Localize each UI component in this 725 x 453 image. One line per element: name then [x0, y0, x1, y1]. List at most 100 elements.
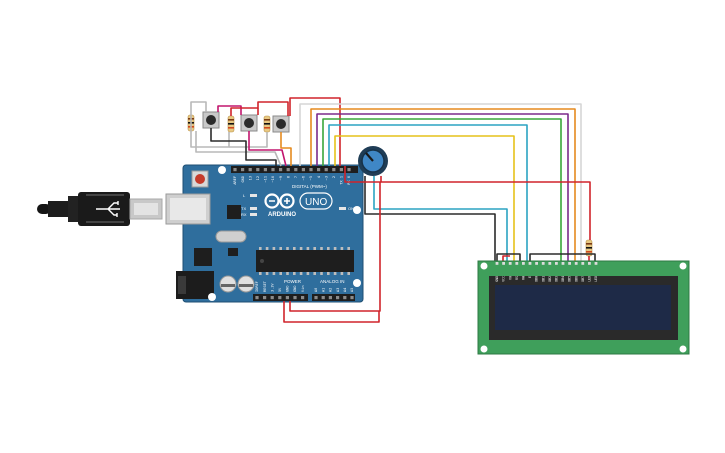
voltage-regulator	[194, 248, 212, 266]
analog-pin[interactable]	[336, 296, 340, 300]
wire-red	[283, 301, 380, 323]
analog-pin-label: A2	[329, 288, 333, 292]
digital-pin-label: ~10	[271, 176, 275, 183]
power-pin-label: 5V	[278, 287, 282, 292]
digital-pin[interactable]	[248, 168, 252, 172]
lcd-pin[interactable]	[502, 262, 505, 265]
power-pin[interactable]	[278, 296, 282, 300]
lcd-pin[interactable]	[515, 262, 519, 265]
wire-pink	[217, 105, 242, 115]
wire-gray	[229, 132, 268, 148]
analog-pin[interactable]	[321, 296, 325, 300]
digital-pin[interactable]	[241, 168, 245, 172]
lcd-pin-label: DB5	[568, 276, 572, 282]
lcd-pin-label: GND	[495, 276, 499, 282]
digital-pin-label: ~6	[302, 176, 306, 180]
crystal	[215, 230, 247, 243]
wire-green	[322, 118, 562, 262]
resistor	[263, 115, 271, 133]
analog-pin-label: A1	[321, 288, 325, 292]
wire-black	[210, 128, 277, 166]
analog-header-label: ANALOG IN	[320, 279, 345, 284]
power-pin-label: Vin	[301, 286, 305, 293]
power-pin[interactable]	[293, 296, 297, 300]
led-tx-label: TX	[241, 206, 246, 211]
lcd-pin[interactable]	[561, 262, 565, 265]
led-l-label: L	[243, 193, 246, 198]
lcd-pin[interactable]	[535, 262, 538, 265]
analog-pin[interactable]	[350, 296, 354, 300]
wire-orange	[310, 108, 576, 262]
digital-pin-label: 13	[248, 176, 252, 180]
resistor	[227, 115, 235, 133]
digital-pin[interactable]	[263, 168, 267, 172]
wire-light	[299, 103, 582, 262]
lcd-pin-label: V0	[508, 276, 512, 280]
lcd-pin-label: E	[528, 276, 532, 278]
analog-pin-label: A5	[350, 288, 354, 292]
digital-pin[interactable]	[347, 168, 351, 172]
power-pin[interactable]	[285, 296, 289, 300]
lcd-pin-label: DB7	[581, 276, 585, 282]
lcd-pin[interactable]	[528, 262, 532, 265]
power-pin[interactable]	[301, 296, 305, 300]
digital-pin-label: TX 1	[340, 176, 344, 185]
lcd-pin[interactable]	[508, 262, 512, 265]
lcd-pin-label: RS	[515, 276, 519, 280]
lcd-pin[interactable]	[568, 262, 571, 265]
lcd-pin[interactable]	[541, 262, 545, 265]
push-button[interactable]	[202, 111, 220, 129]
power-pin[interactable]	[255, 296, 259, 300]
wire-red	[230, 101, 289, 116]
digital-pin[interactable]	[286, 168, 290, 172]
digital-pin[interactable]	[271, 168, 275, 172]
digital-pin[interactable]	[324, 168, 328, 172]
lcd-pin[interactable]	[555, 262, 558, 265]
board-model: UNO	[305, 197, 327, 208]
led-tx	[250, 207, 257, 210]
push-button[interactable]	[272, 115, 290, 133]
digital-pin-label: ~5	[309, 176, 313, 180]
lcd-pin[interactable]	[548, 262, 552, 265]
analog-pin[interactable]	[314, 296, 318, 300]
power-pin-label: 3.3V	[270, 283, 274, 292]
lcd-pin[interactable]	[594, 262, 598, 265]
digital-pin[interactable]	[256, 168, 260, 172]
digital-pin[interactable]	[294, 168, 298, 172]
digital-pin[interactable]	[309, 168, 313, 172]
digital-pin[interactable]	[233, 168, 237, 172]
push-button[interactable]	[240, 114, 258, 132]
analog-pin-label: A0	[314, 288, 318, 292]
analog-pin[interactable]	[343, 296, 347, 300]
digital-pin-label: 2	[332, 176, 336, 178]
arduino-logo	[264, 193, 295, 209]
digital-pin[interactable]	[339, 168, 343, 172]
lcd-pin[interactable]	[495, 262, 499, 265]
lcd-pin[interactable]	[574, 262, 578, 265]
lcd-pin[interactable]	[581, 262, 585, 265]
led-on	[339, 207, 346, 210]
wire-orange	[280, 132, 292, 166]
digital-pin[interactable]	[279, 168, 283, 172]
lcd-pin[interactable]	[522, 262, 525, 265]
wire-purple	[316, 113, 569, 262]
digital-pin[interactable]	[332, 168, 336, 172]
wire-gray	[195, 131, 282, 167]
potentiometer[interactable]	[358, 146, 388, 176]
power-pin[interactable]	[270, 296, 274, 300]
analog-pin-label: A3	[336, 288, 340, 292]
lcd-pin[interactable]	[588, 262, 591, 265]
wire-black	[364, 176, 496, 262]
power-pin[interactable]	[263, 296, 267, 300]
digital-pin[interactable]	[317, 168, 321, 172]
resistor	[585, 239, 593, 257]
analog-header	[312, 294, 355, 301]
analog-pin[interactable]	[328, 296, 332, 300]
digital-pin[interactable]	[301, 168, 305, 172]
wires	[190, 97, 596, 323]
digital-pin-label: 8	[286, 176, 290, 178]
lcd-pin-label: DB1	[541, 276, 545, 282]
digital-pin-label: 4	[317, 176, 321, 178]
